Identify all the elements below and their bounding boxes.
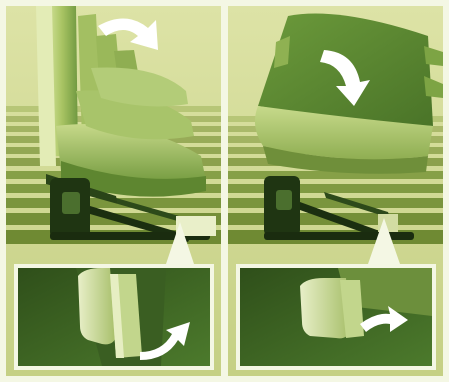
- right-panel: [228, 6, 443, 376]
- right-panel-illustration: [228, 6, 443, 376]
- detail-inset: [14, 264, 214, 370]
- left-panel: [6, 6, 221, 376]
- left-panel-illustration: [6, 6, 221, 376]
- detail-inset: [236, 264, 436, 370]
